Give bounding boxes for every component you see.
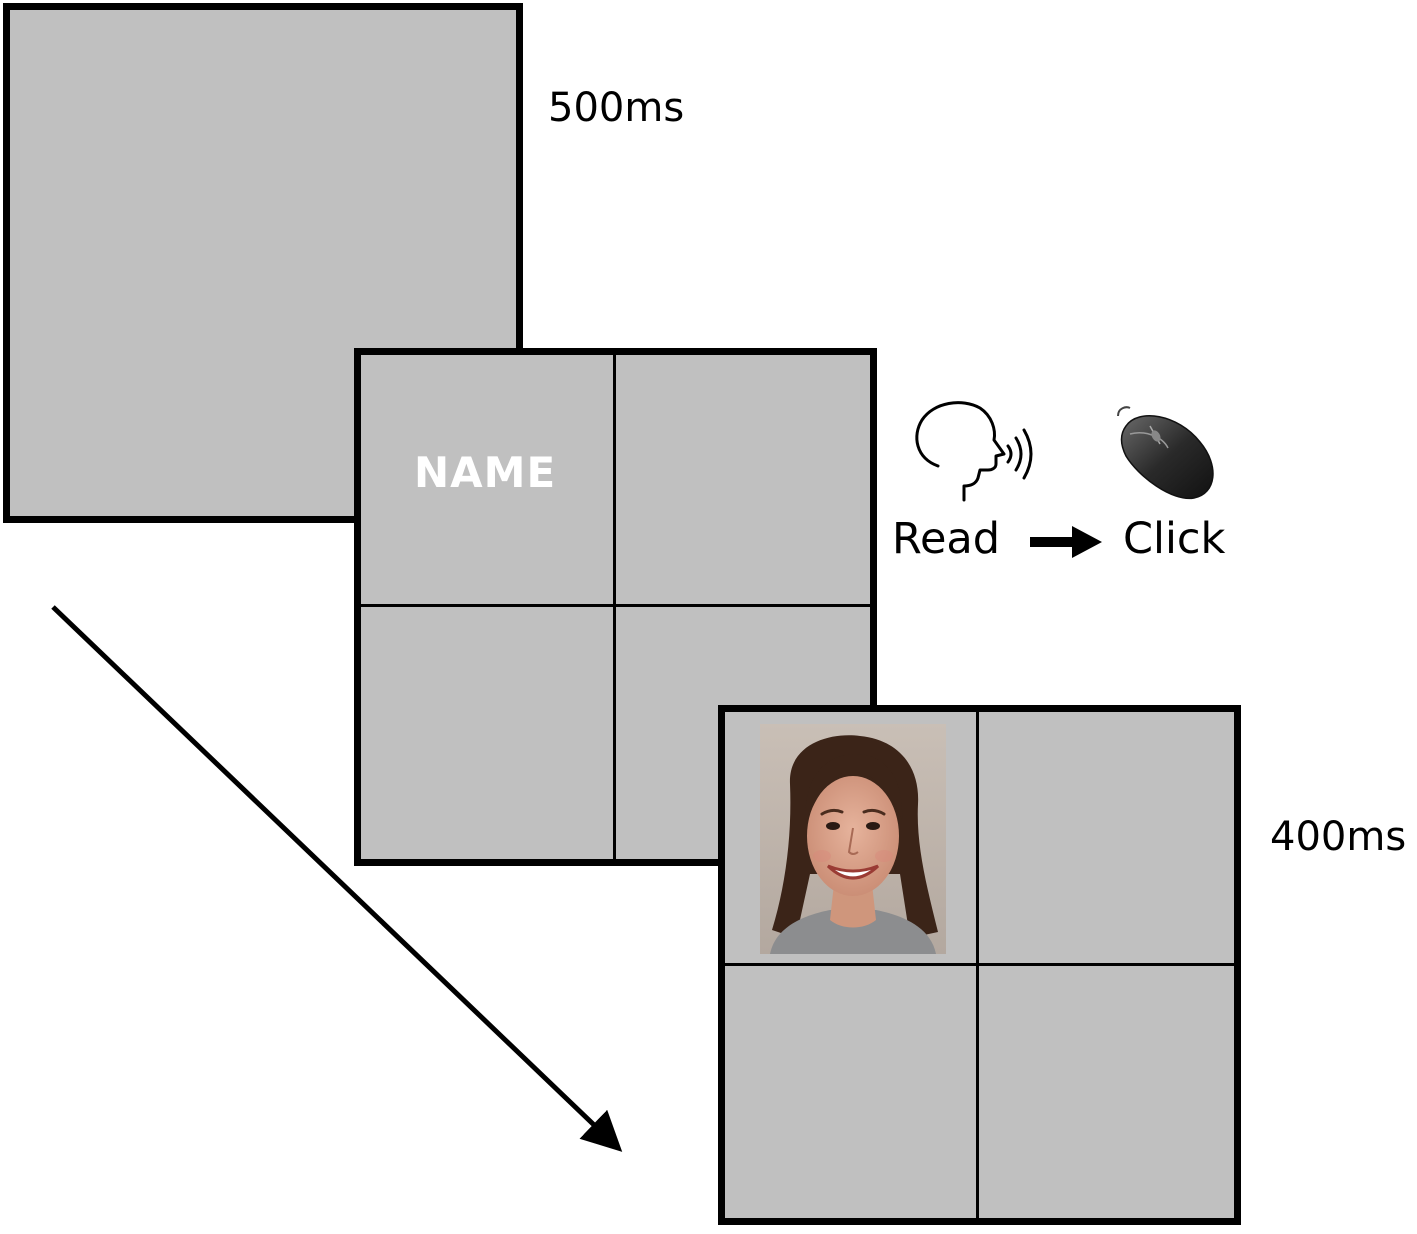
face-screen-horizontal-divider [722,963,1237,966]
read-step-label: Read [892,514,1001,564]
name-text: NAME [414,448,557,497]
name-screen-horizontal-divider [358,604,873,607]
click-step-label: Click [1123,514,1226,564]
computer-mouse-icon [1117,406,1214,500]
face-duration-label: 400ms [1270,814,1407,860]
fixation-duration-label: 500ms [548,85,685,131]
name-screen-vertical-divider [613,352,616,862]
face-photo [760,724,946,954]
arrow-right-icon [1030,526,1102,558]
speaking-head-icon [915,401,1033,502]
